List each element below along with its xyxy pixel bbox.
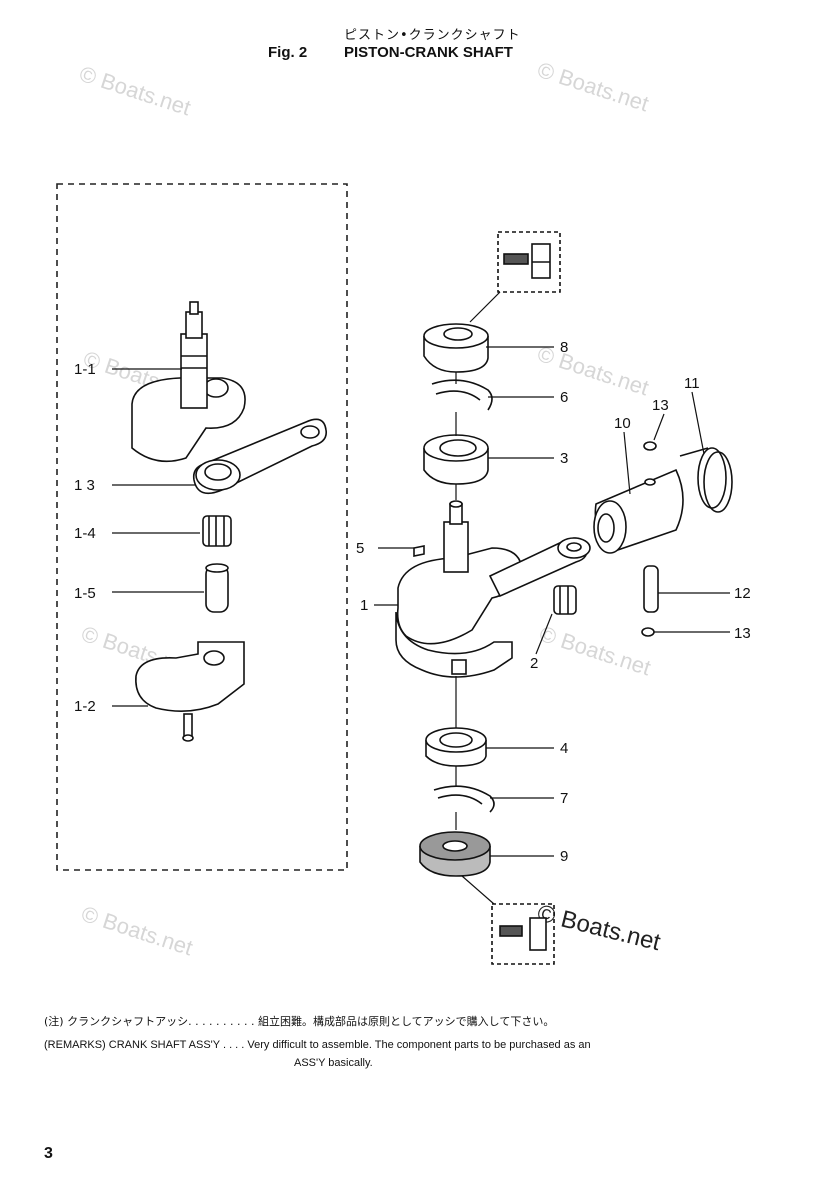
callout-6: 6 <box>560 389 568 406</box>
callout-1-2: 1-2 <box>74 698 96 715</box>
needle-bearing-small <box>553 585 577 615</box>
callout-11: 11 <box>684 375 700 392</box>
callout-3: 3 <box>560 450 568 467</box>
left-assembly <box>131 301 328 742</box>
callout-1-5: 1-5 <box>74 585 96 602</box>
figure-title: PISTON-CRANK SHAFT <box>344 44 513 61</box>
snap-ring-lower <box>433 785 495 813</box>
connecting-rod <box>192 418 328 495</box>
left-leaders <box>112 368 204 707</box>
callout-1-3: 1 3 <box>74 477 95 494</box>
callout-4: 4 <box>560 740 568 757</box>
right-leaders <box>374 346 730 857</box>
needle-bearing <box>202 515 232 547</box>
callout-9: 9 <box>560 848 568 865</box>
callout-5: 5 <box>356 540 364 557</box>
crankshaft-lower-half <box>135 641 245 742</box>
snap-ring-upper <box>431 379 493 411</box>
piston-pin <box>643 565 659 613</box>
watermark: © Boats.net <box>78 901 195 960</box>
piston-rings <box>679 447 733 513</box>
remark-english-cont: ASS'Y basically. <box>294 1057 373 1069</box>
callout-1: 1 <box>360 597 368 614</box>
callout-1-4: 1-4 <box>74 525 96 542</box>
woodruff-key <box>413 545 425 557</box>
callout-2: 2 <box>530 655 538 672</box>
callout-8: 8 <box>560 339 568 356</box>
right-assembly <box>395 231 733 965</box>
watermarks: © Boats.net © Boats.net © Boats.net © Bo… <box>76 57 663 960</box>
circlip-lower <box>641 627 655 637</box>
remark-japanese: (注) クランクシャフトアッシ. . . . . . . . . . 組立困難。… <box>44 1015 555 1028</box>
figure-number: Fig. 2 <box>268 44 308 61</box>
connecting-rod-assy <box>488 537 591 598</box>
oil-seal-upper <box>423 323 489 373</box>
watermark: © Boats.net <box>536 621 653 680</box>
oil-seal-lower <box>419 831 491 877</box>
circlip-upper <box>643 441 657 451</box>
ball-bearing-upper <box>423 434 489 485</box>
oil-seal-detail-top <box>497 231 561 293</box>
assembly-box <box>56 183 348 871</box>
callout-13-lower: 13 <box>734 625 751 642</box>
callout-13-upper: 13 <box>652 397 669 414</box>
oil-seal-detail-bottom <box>491 903 555 965</box>
piston <box>593 468 684 554</box>
watermark: © Boats.net <box>534 341 651 400</box>
ball-bearing-lower <box>425 727 487 767</box>
callout-7: 7 <box>560 790 568 807</box>
crankshaft-upper-half <box>131 301 246 463</box>
crank-pin <box>205 563 229 613</box>
watermark: © Boats.net <box>76 61 193 120</box>
page-number: 3 <box>44 1145 53 1162</box>
callout-1-1: 1-1 <box>74 361 96 378</box>
crankshaft <box>395 500 523 678</box>
watermark: © Boats.net <box>534 57 651 116</box>
figure-title-japanese: ピストン•クランクシャフト <box>344 28 521 43</box>
callout-10: 10 <box>614 415 631 432</box>
remark-english: (REMARKS) CRANK SHAFT ASS'Y . . . . Very… <box>44 1039 591 1051</box>
callout-12: 12 <box>734 585 751 602</box>
